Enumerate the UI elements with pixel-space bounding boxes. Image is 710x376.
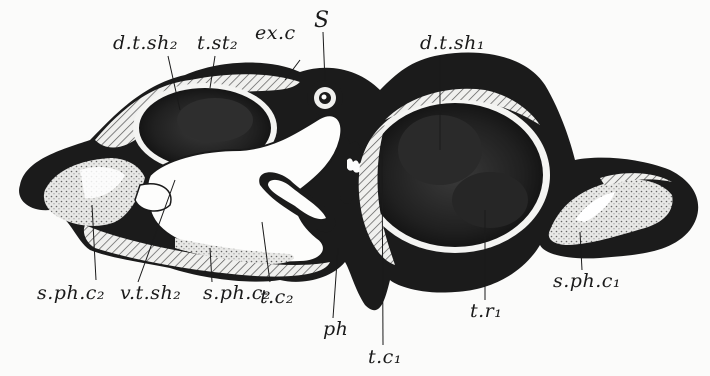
label-d-t-sh1: d.t.sh₁ <box>420 34 485 53</box>
label-ex-c: ex.c <box>255 24 296 43</box>
label-t-c2: t.c₂ <box>260 288 294 307</box>
label-ph: ph <box>323 320 348 339</box>
label-d-t-sh2: d.t.sh₂ <box>113 34 178 53</box>
label-s-ph-c1: s.ph.c₁ <box>553 272 621 291</box>
label-v-t-sh2: v.t.sh₂ <box>120 284 181 303</box>
label-t-r1: t.r₁ <box>470 302 502 321</box>
label-t-st2: t.st₂ <box>197 34 238 53</box>
label-s-ph-c2-left: s.ph.c₂ <box>37 284 105 303</box>
label-s: S <box>314 10 330 32</box>
label-t-c1: t.c₁ <box>368 348 402 367</box>
